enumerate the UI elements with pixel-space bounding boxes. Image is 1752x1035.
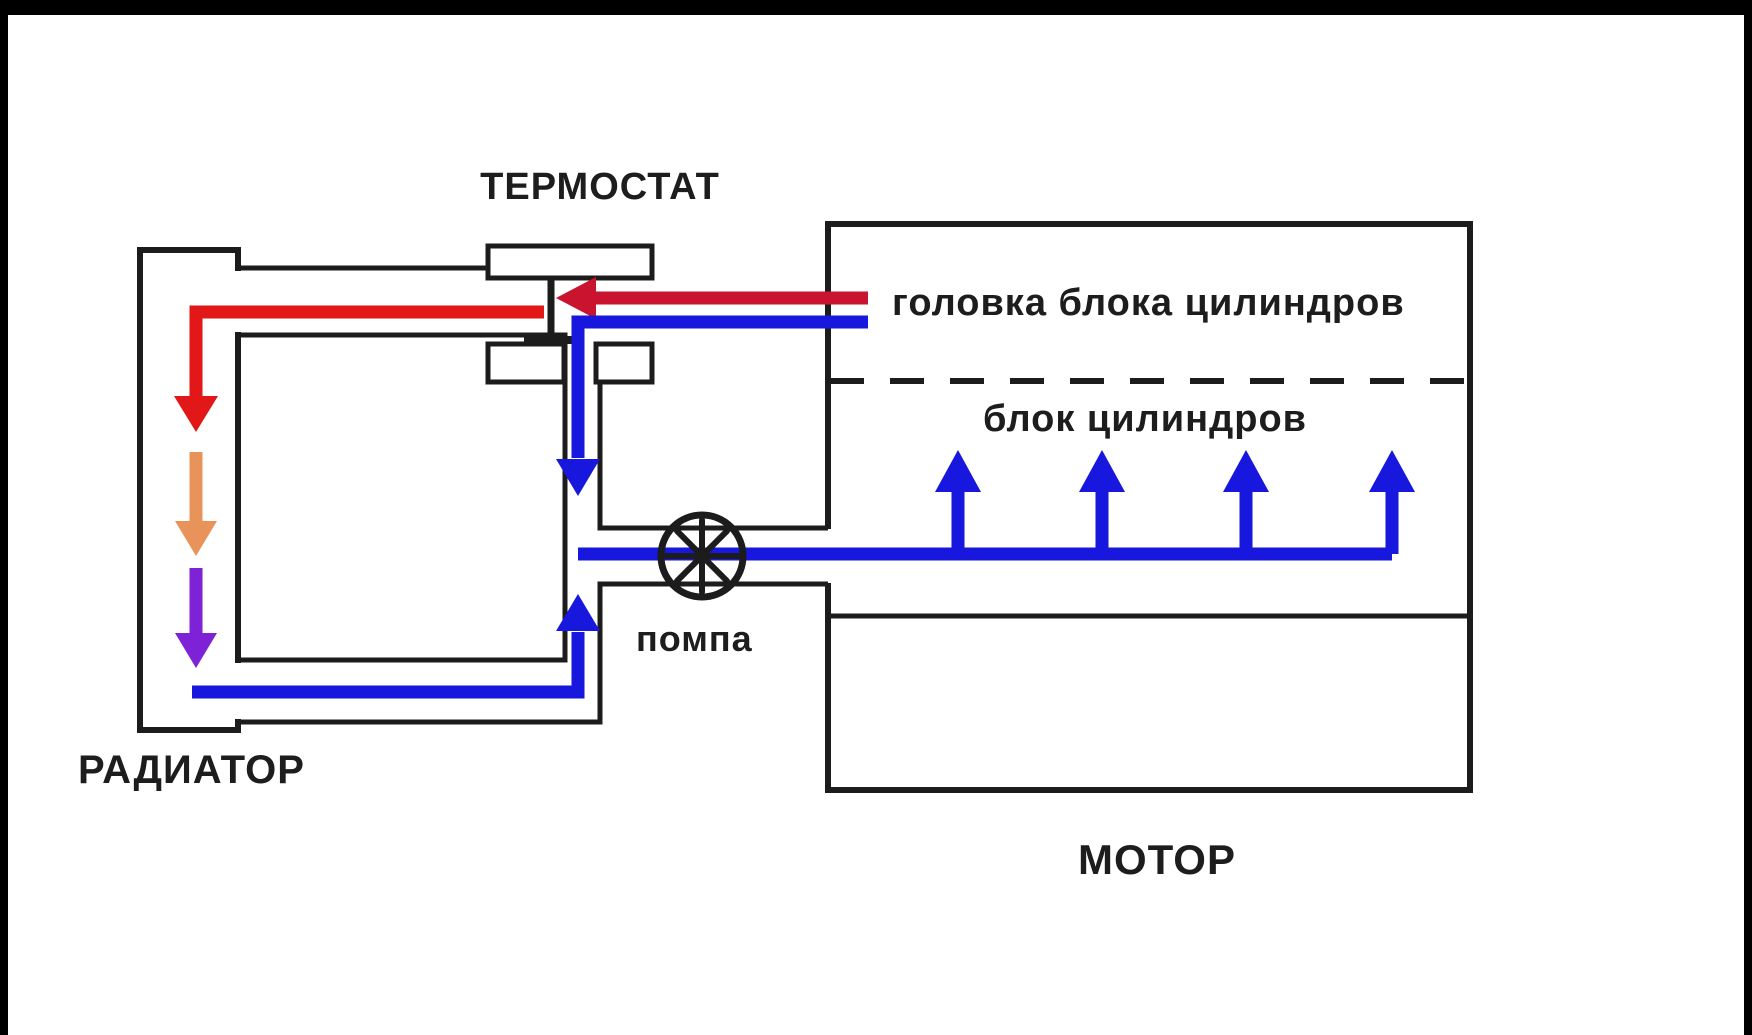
radiator-cooling-cold-arrow xyxy=(175,633,217,668)
pump-label: помпа xyxy=(636,618,753,659)
pump-pipe-lower-wall xyxy=(238,581,828,725)
radiator-top-pipe-opening xyxy=(232,271,244,332)
cylinder-head-label: головка блока цилиндров xyxy=(892,282,1405,324)
thermostat-housing-top xyxy=(485,243,655,281)
radiator-body xyxy=(137,247,241,733)
radiator-return-pipe xyxy=(192,632,585,699)
block-riser-arrow-2 xyxy=(1079,450,1125,492)
thermostat-seat-left xyxy=(485,341,567,385)
diagram-canvas: ТЕРМОСТАТ головка блока цилиндров блок ц… xyxy=(8,15,1744,1035)
bypass-arrow-down xyxy=(556,459,600,496)
block-riser-arrow-3 xyxy=(1223,450,1269,492)
thermostat-seat-right xyxy=(593,341,655,385)
hot-flow-arrow-left xyxy=(556,277,596,319)
motor-label: МОТОР xyxy=(1078,836,1236,883)
block-riser-arrow-1 xyxy=(935,450,981,492)
radiator-label: РАДИАТОР xyxy=(78,748,305,792)
pump-hub xyxy=(696,550,708,562)
radiator-inlet-pipe xyxy=(189,305,544,396)
block-riser-arrow-4 xyxy=(1369,450,1415,492)
cylinder-block-label: блок цилиндров xyxy=(982,398,1308,440)
pump-impeller-icon xyxy=(657,511,747,601)
thermostat-label: ТЕРМОСТАТ xyxy=(480,166,720,208)
radiator-cooling-warm-arrow xyxy=(175,521,217,556)
pipe-circuit-inner-wall xyxy=(235,332,568,663)
engine-box xyxy=(825,221,1473,793)
bypass-pipe xyxy=(571,315,868,458)
radiator-inlet-arrow-down xyxy=(174,396,218,432)
radiator-return-arrow-up xyxy=(556,594,600,631)
pump-pipe-upper-wall xyxy=(597,384,828,531)
